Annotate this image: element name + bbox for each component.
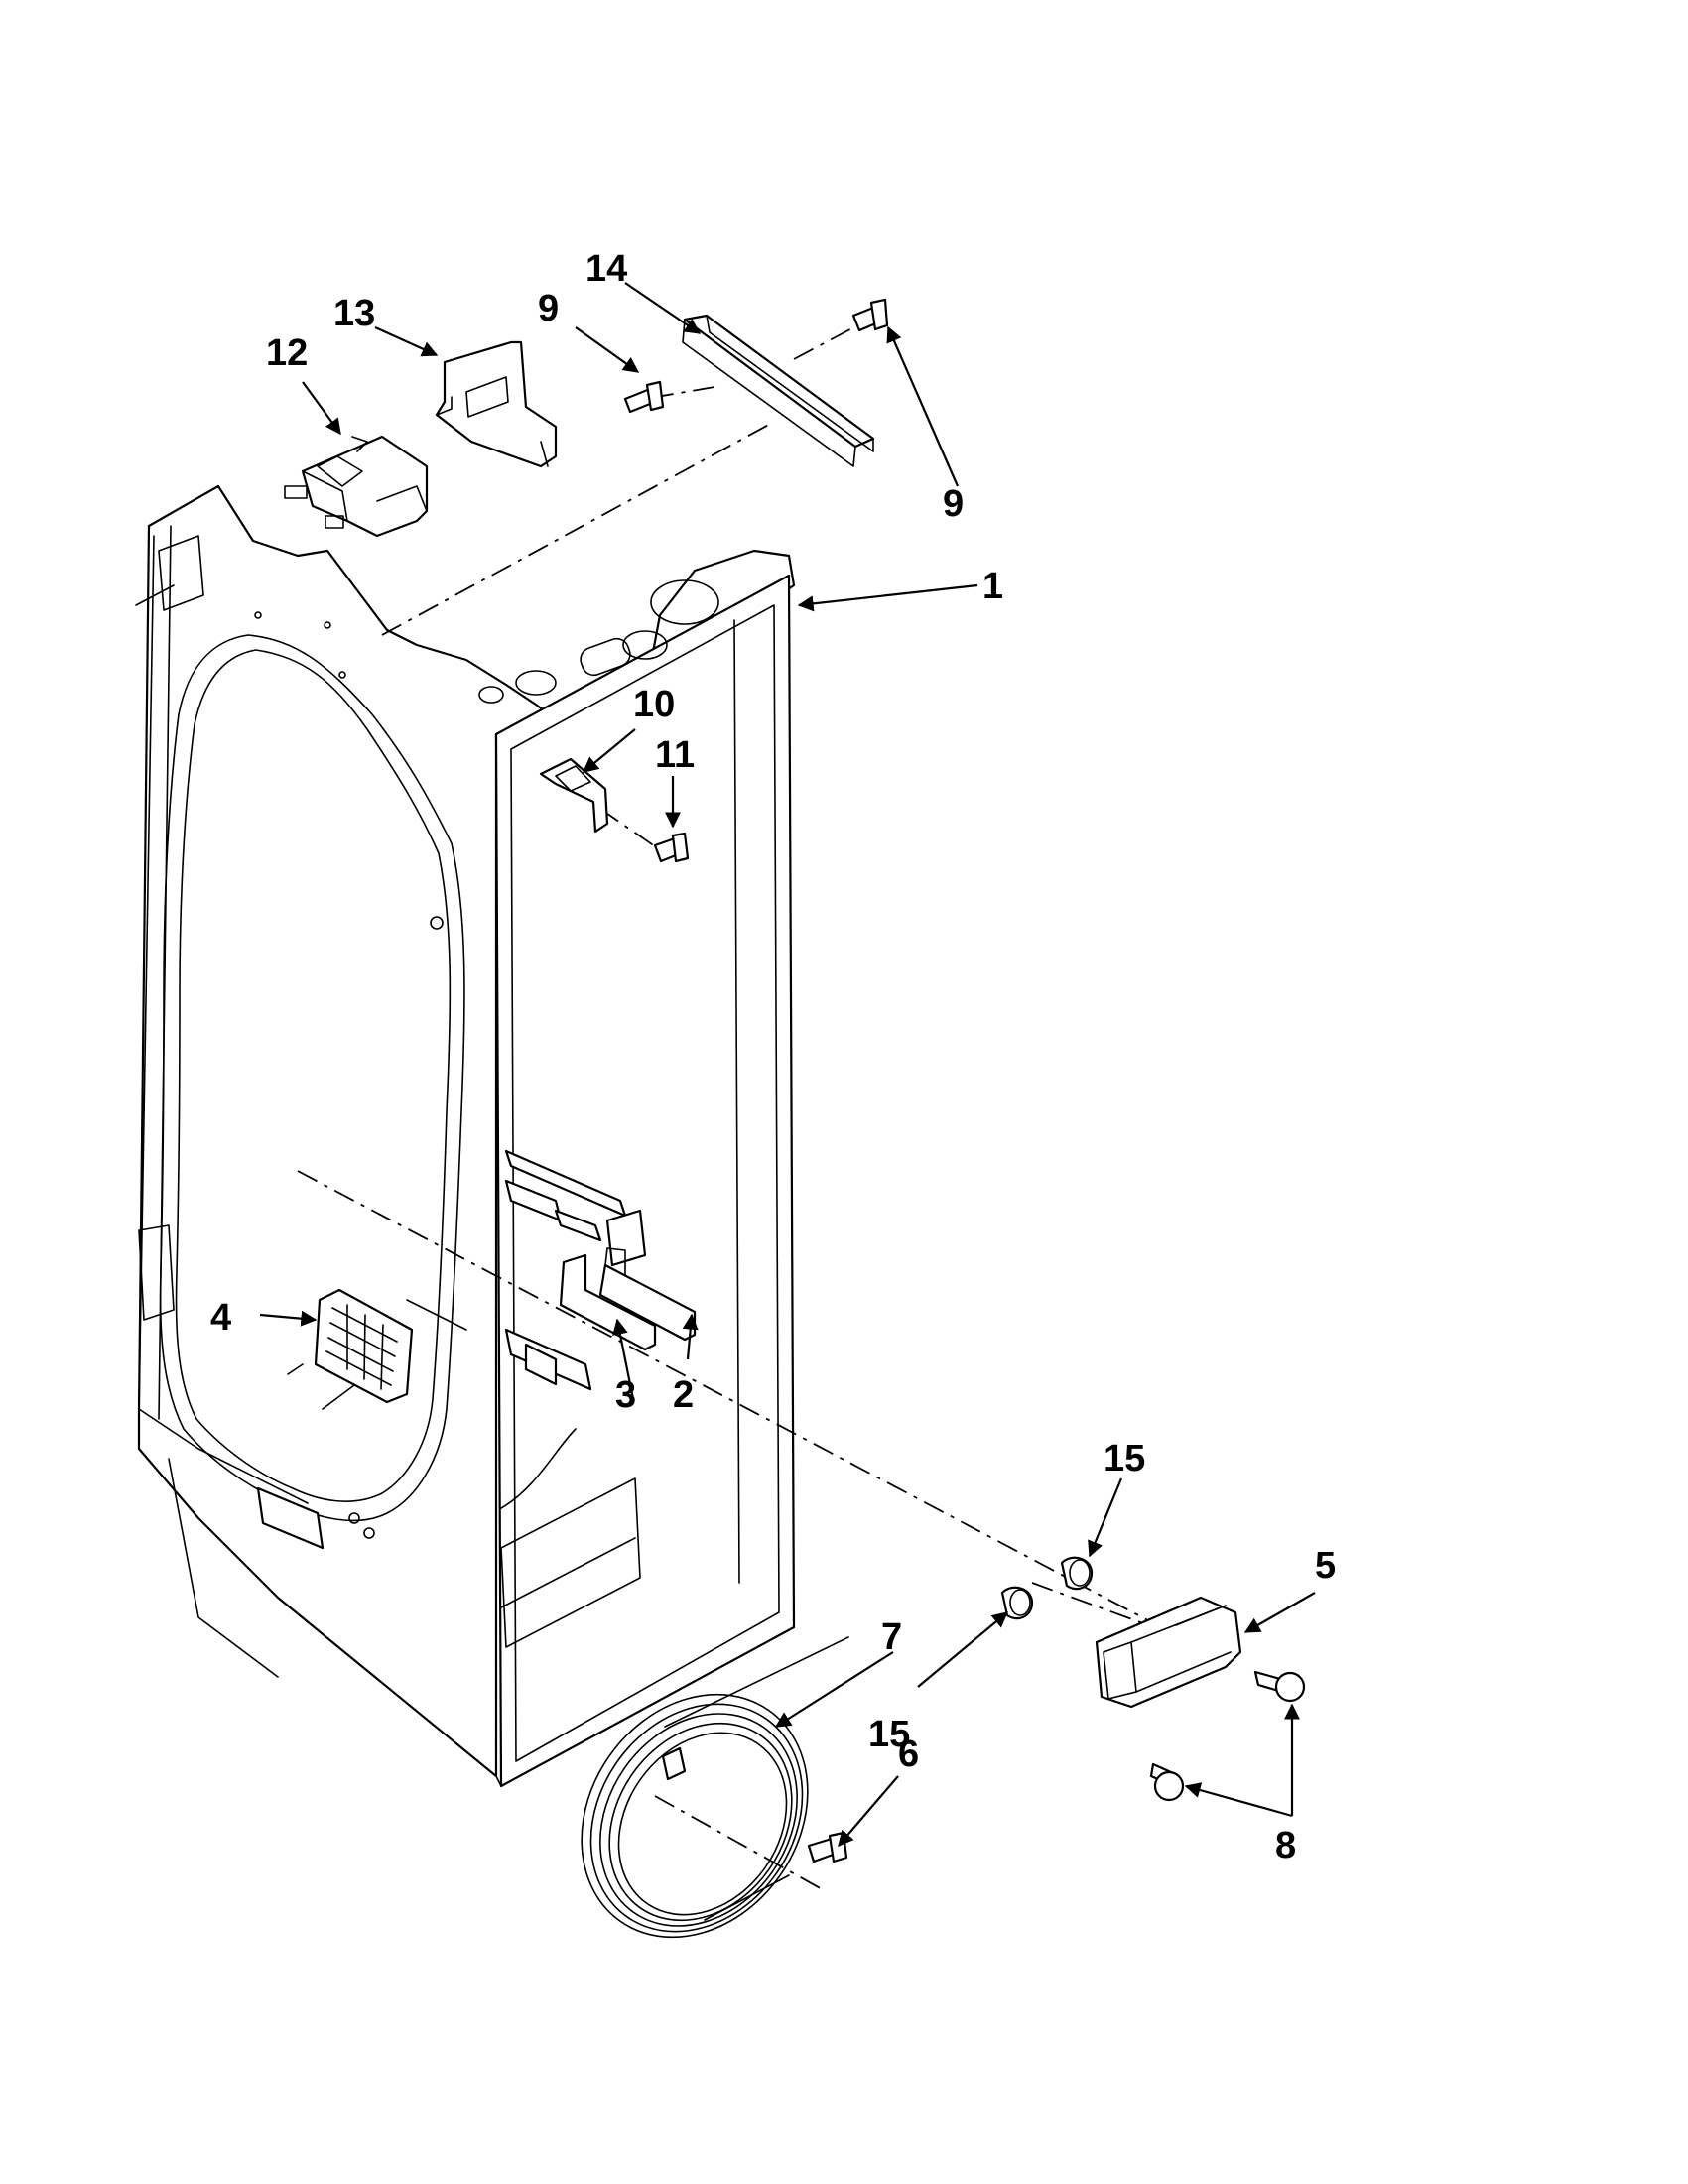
callout-4: 4	[210, 1297, 231, 1339]
callout-9-right: 9	[943, 483, 964, 525]
callout-12: 12	[266, 332, 308, 374]
leader-arrows	[259, 282, 1316, 1848]
bracket-10	[539, 757, 609, 834]
cabinet-liner	[137, 484, 796, 1788]
callout-13: 13	[333, 293, 375, 334]
coiled-tubing	[581, 1636, 849, 1939]
screw-6	[807, 1831, 848, 1863]
screw-8-lower	[1149, 1762, 1185, 1802]
callout-6: 6	[898, 1734, 919, 1775]
screw-11	[653, 832, 690, 863]
bracket-3	[559, 1253, 657, 1351]
callout-3: 3	[615, 1374, 636, 1416]
callout-labels: 1 2 3 4 5 6 7 8 9 9 10 11 12 13 14 15 15	[210, 248, 1336, 1866]
top-rail	[682, 314, 875, 467]
screw-8-upper	[1253, 1670, 1306, 1703]
control-housing	[284, 435, 429, 538]
callout-2: 2	[673, 1374, 694, 1416]
callout-10: 10	[633, 684, 675, 725]
grommet-15-upper	[1060, 1556, 1094, 1591]
callout-5: 5	[1315, 1545, 1336, 1587]
callout-15-lower: 15	[868, 1714, 910, 1755]
callout-8: 8	[1275, 1825, 1296, 1866]
callout-9-left: 9	[538, 288, 559, 329]
screw-9-right	[851, 298, 889, 332]
grommet-15-lower	[1000, 1586, 1034, 1620]
callout-15-upper: 15	[1104, 1438, 1145, 1479]
callout-7: 7	[881, 1616, 902, 1658]
vent-grille	[314, 1288, 414, 1404]
callout-11: 11	[655, 734, 695, 776]
control-bracket	[435, 340, 558, 468]
callout-1: 1	[982, 566, 1003, 607]
callout-14: 14	[585, 248, 627, 290]
sensor-housing	[1095, 1596, 1242, 1709]
screw-9-left	[623, 380, 665, 414]
